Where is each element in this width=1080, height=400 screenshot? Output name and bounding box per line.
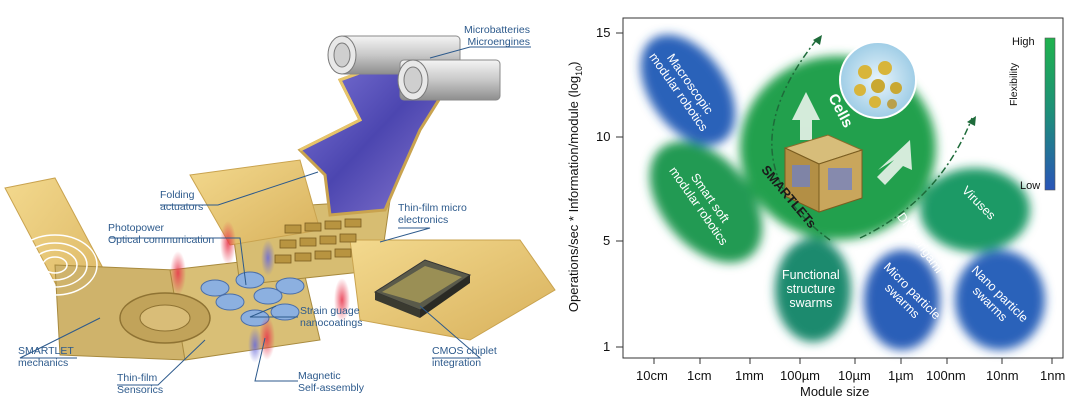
label-smartlet-line1: SMARTLET xyxy=(18,345,74,357)
y-tick-5: 5 xyxy=(603,233,611,248)
y-axis-label-close: ) xyxy=(566,61,582,66)
x-tick-10nm: 10nm xyxy=(986,368,1019,383)
smartlet-cube xyxy=(783,134,864,213)
label-strain-gauge: Strain guage nanocoatings xyxy=(300,305,362,329)
leader-lines xyxy=(19,46,531,386)
y-tick-15: 15 xyxy=(596,25,611,40)
blob-smart-soft xyxy=(649,141,763,263)
y-axis-label-main: Operations/sec * Information/module (log xyxy=(566,75,582,313)
x-tick-100nm: 100nm xyxy=(926,368,966,383)
y-tick-marks xyxy=(616,32,623,348)
label-cmos-line1: CMOS chiplet xyxy=(432,345,497,357)
blob-nano xyxy=(955,250,1045,350)
blob-macroscopic xyxy=(640,34,736,146)
smartlet-device-illustration xyxy=(4,35,556,386)
label-magnetic: Magnetic Self-assembly xyxy=(298,370,364,394)
label-photopower-line2: Optical communication xyxy=(108,234,215,246)
plot-frame xyxy=(622,17,1064,359)
red-glow-4 xyxy=(334,278,350,322)
label-sensorics-line1: Thin-film xyxy=(117,372,158,384)
label-folding-line2: actuators xyxy=(160,201,204,213)
microelectronics-grid xyxy=(274,218,362,264)
blob-text-functional: Functional structure swarms xyxy=(782,268,840,310)
blob-functional-line2: structure xyxy=(786,282,836,296)
label-smartlet-mechanics: SMARTLET mechanics xyxy=(18,345,74,369)
flexibility-diagram: Operations/sec * Information/module (log… xyxy=(560,0,1080,400)
x-tick-1nm: 1nm xyxy=(1040,368,1066,383)
sensorics-disk xyxy=(119,292,211,344)
label-folding-actuators: Folding actuators xyxy=(160,189,203,213)
label-thinfilm-micro-line1: Thin-film micro xyxy=(398,202,467,214)
colorbar-high-label: High xyxy=(1012,36,1035,48)
microbattery-rolls xyxy=(327,35,501,101)
x-tick-10um: 10µm xyxy=(838,368,871,383)
label-thinfilm-sensorics: Thin-film Sensorics xyxy=(117,372,163,396)
cmos-chip xyxy=(373,259,472,318)
y-axis-label: Operations/sec * Information/module (log… xyxy=(566,52,584,322)
blob-functional-line3: swarms xyxy=(789,296,833,310)
label-cmos-chiplet: CMOS chiplet integration xyxy=(432,345,497,369)
blue-glow-2 xyxy=(261,240,275,276)
label-magnetic-line1: Magnetic xyxy=(298,370,341,382)
x-tick-100um: 100µm xyxy=(780,368,821,383)
label-sensorics-line2: Sensorics xyxy=(117,384,164,396)
label-folding-line1: Folding xyxy=(160,189,195,201)
x-tick-1cm: 1cm xyxy=(687,368,712,383)
red-glow-1 xyxy=(170,251,186,295)
label-strain-line2: nanocoatings xyxy=(300,317,363,329)
y-tick-10: 10 xyxy=(596,129,611,144)
white-arrows xyxy=(792,92,912,185)
x-axis-label: Module size xyxy=(800,384,870,399)
red-glow-2 xyxy=(220,221,236,265)
label-microbatteries: Microbatteries Microengines xyxy=(430,24,530,48)
flexibility-colorbar xyxy=(1044,37,1056,191)
blue-glow-1 xyxy=(248,327,262,363)
y-axis-label-sub: 10 xyxy=(573,65,584,76)
label-microengines-text: Microengines xyxy=(467,36,530,48)
label-thinfilm-micro-line2: electronics xyxy=(398,214,449,226)
label-photopower-line1: Photopower xyxy=(108,222,165,234)
cell-sphere xyxy=(839,41,917,119)
x-tick-1um: 1µm xyxy=(888,368,914,383)
spiral-mechanics xyxy=(12,234,98,296)
label-thinfilm-micro: Thin-film micro electronics xyxy=(398,202,467,226)
blob-micro xyxy=(864,250,940,350)
trajectory-arrows xyxy=(771,37,973,241)
photo-cells xyxy=(200,271,305,327)
label-smartlet-line2: mechanics xyxy=(18,357,69,369)
red-glow-3 xyxy=(259,316,275,360)
label-magnetic-line2: Self-assembly xyxy=(298,382,364,394)
label-cmos-line2: integration xyxy=(432,357,482,369)
label-photopower: Photopower Optical communication xyxy=(108,222,214,246)
blob-viruses xyxy=(920,168,1030,252)
blob-functional-line1: Functional xyxy=(782,268,840,282)
x-tick-1mm: 1mm xyxy=(735,368,764,383)
colorbar-title: Flexibility xyxy=(1008,62,1020,106)
x-tick-marks xyxy=(653,358,1053,364)
smartlet-illustration: Microbatteries Microengines Folding actu… xyxy=(4,24,556,396)
x-tick-10cm: 10cm xyxy=(636,368,668,383)
label-strain-line1: Strain guage xyxy=(300,305,360,317)
label-microbatteries-text: Microbatteries xyxy=(464,24,530,36)
y-tick-1: 1 xyxy=(603,339,611,354)
blob-functional xyxy=(775,238,851,342)
diagram-canvas xyxy=(616,17,1064,364)
colorbar-low-label: Low xyxy=(1020,180,1041,192)
